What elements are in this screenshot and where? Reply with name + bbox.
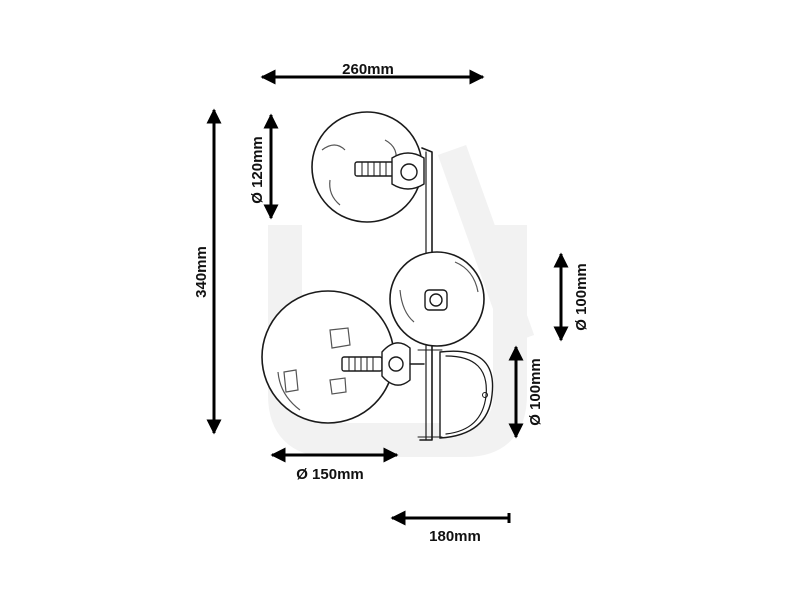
top-globe-label: Ø 120mm — [249, 136, 266, 204]
globe-middle — [389, 251, 485, 347]
bottom-globe-label: Ø 100mm — [527, 358, 544, 426]
height-label: 340mm — [193, 246, 210, 298]
left-globe-label: Ø 150mm — [296, 466, 364, 483]
watermark-logo — [268, 144, 535, 457]
bottom-plate — [417, 349, 494, 439]
globe-top — [311, 111, 425, 223]
middle-globe-label: Ø 100mm — [573, 263, 590, 331]
dimension-arrows — [206, 69, 569, 526]
depth-label: 180mm — [429, 528, 481, 545]
width-label: 260mm — [342, 61, 394, 78]
globe-left — [261, 290, 425, 424]
